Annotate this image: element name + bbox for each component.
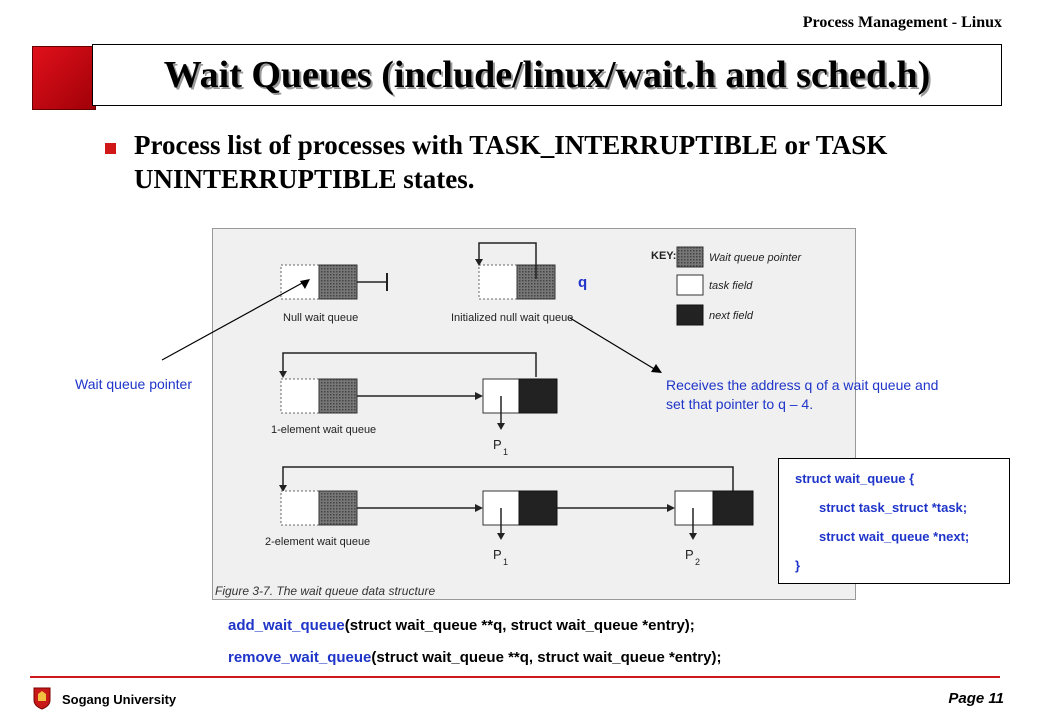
remove-wait-queue-signature: remove_wait_queue(struct wait_queue **q,… <box>228 649 721 666</box>
key-item-task-field: task field <box>709 280 753 292</box>
q-annotation: q <box>578 274 588 291</box>
figure-key: KEY: Wait queue pointer task field next … <box>651 246 802 326</box>
p1-label: P <box>493 437 502 452</box>
two-element-label: 2-element wait queue <box>265 536 370 548</box>
struct-line-3: struct wait_queue *next; <box>819 529 970 544</box>
initialized-wait-queue: Initialized null wait queue <box>451 242 573 324</box>
struct-line-4: } <box>795 558 801 573</box>
p2-subscript: 2 <box>695 557 700 567</box>
struct-line-1: struct wait_queue { <box>795 471 915 486</box>
bullet-text: Process list of processes with TASK_INTE… <box>134 130 888 194</box>
key-item-next-field: next field <box>709 310 754 322</box>
receives-address-line-1: Receives the address q of a wait queue a… <box>666 377 939 393</box>
null-wait-queue: Null wait queue <box>280 264 388 324</box>
two-element-wait-queue: 2-element wait queue P 1 P 2 <box>265 466 754 567</box>
header-section-title: Process Management - Linux <box>802 14 1002 31</box>
wait-queue-pointer-annotation: Wait queue pointer <box>75 376 192 392</box>
title-frame <box>92 44 1002 106</box>
p1-subscript-2: 1 <box>503 557 508 567</box>
key-title: KEY: <box>651 250 676 262</box>
one-element-label: 1-element wait queue <box>271 424 376 436</box>
figure-caption: Figure 3-7. The wait queue data structur… <box>215 584 435 598</box>
slide-title: Wait Queues (include/linux/wait.h and sc… <box>163 54 931 96</box>
p1-label-2: P <box>493 547 502 562</box>
bullet-icon <box>105 143 116 154</box>
remove-wait-queue-args: (struct wait_queue **q, struct wait_queu… <box>371 649 722 666</box>
key-item-wait-queue-pointer: Wait queue pointer <box>709 252 802 264</box>
receives-address-annotation: Receives the address q of a wait queue a… <box>666 376 938 414</box>
remove-wait-queue-name: remove_wait_queue <box>228 649 372 666</box>
struct-definition-box: struct wait_queue { struct task_struct *… <box>778 458 1010 584</box>
footer-page-number: Page 11 <box>948 690 1004 707</box>
footer-divider <box>30 676 1000 678</box>
struct-line-2: struct task_struct *task; <box>819 500 968 515</box>
wait-queue-diagram: Null wait queue Initialized null wait qu… <box>215 242 802 598</box>
p2-label: P <box>685 547 694 562</box>
receives-address-line-2: set that pointer to q – 4. <box>666 396 814 412</box>
add-wait-queue-name: add_wait_queue <box>228 617 345 634</box>
university-logo-icon <box>33 687 51 710</box>
null-wait-queue-label: Null wait queue <box>283 312 358 324</box>
add-wait-queue-signature: add_wait_queue(struct wait_queue **q, st… <box>228 617 695 634</box>
add-wait-queue-args: (struct wait_queue **q, struct wait_queu… <box>344 617 695 634</box>
wait-queue-figure: Null wait queue Initialized null wait qu… <box>212 228 856 600</box>
initialized-wait-queue-label: Initialized null wait queue <box>451 312 573 324</box>
footer-university: Sogang University <box>62 692 177 707</box>
p1-subscript: 1 <box>503 447 508 457</box>
one-element-wait-queue: 1-element wait queue P 1 <box>271 352 558 457</box>
